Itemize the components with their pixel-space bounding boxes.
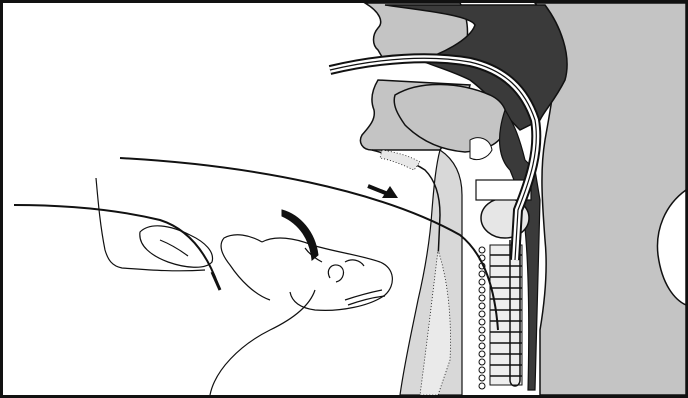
trachea xyxy=(490,245,522,385)
